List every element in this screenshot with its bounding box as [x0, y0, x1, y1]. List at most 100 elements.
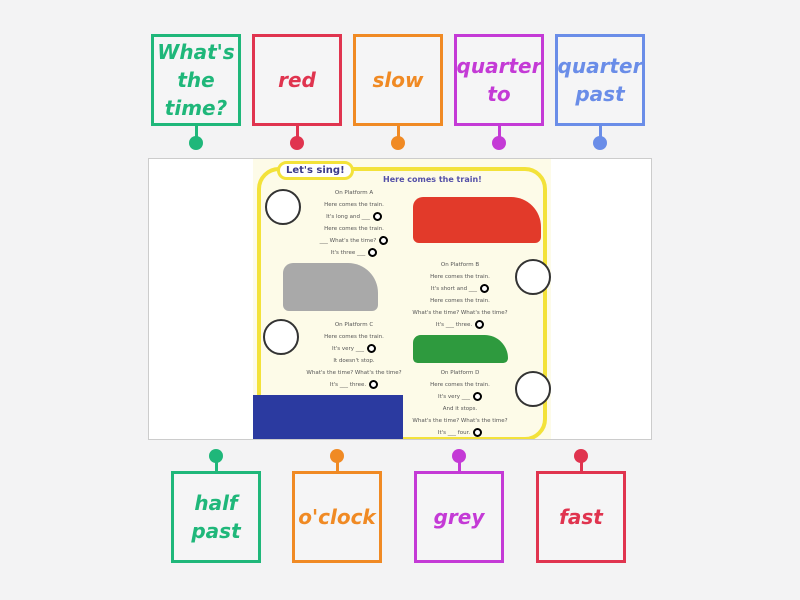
connector-pin[interactable] [574, 449, 588, 463]
verse-row: It's three ___ [299, 247, 409, 259]
verse-line: Here comes the train. [324, 226, 384, 232]
connector-pin[interactable] [189, 136, 203, 150]
clock-icon [263, 319, 299, 355]
verse-row: And it stops. [405, 403, 515, 415]
connector-pin[interactable] [492, 136, 506, 150]
green-train [413, 335, 508, 363]
verse-row: ___ What's the time? [299, 235, 409, 247]
label-card-slow[interactable]: slow [353, 34, 443, 126]
verse-row: It doesn't stop. [299, 355, 409, 367]
verse-line: ___ What's the time? [319, 238, 377, 244]
label-text: quarter to [456, 54, 542, 106]
clock-icon [515, 259, 551, 295]
verse-platform-2: On Platform B Here comes the train. It's s… [405, 259, 515, 331]
verse-row: What's the time? What's the time? [299, 367, 409, 379]
verse-platform-4: On Platform D Here comes the train. It's v… [405, 367, 515, 439]
connector-stem [397, 126, 400, 138]
drop-target[interactable] [475, 320, 485, 329]
diagram-image: Let's sing! Here comes the train! On Pla… [148, 158, 652, 440]
grey-train [283, 263, 378, 311]
clock-icon [265, 189, 301, 225]
label-text: fast [559, 505, 603, 529]
verse-line: It's three ___ [330, 250, 366, 256]
verse-row: It's long and ___ [299, 211, 409, 223]
verse-line: It's ___ three. [435, 322, 473, 328]
drop-target[interactable] [473, 392, 483, 401]
verse-row: Here comes the train. [405, 271, 515, 283]
verse-line: What's the time? What's the time? [306, 370, 402, 376]
drop-target[interactable] [473, 428, 483, 437]
verse-row: Here comes the train. [405, 295, 515, 307]
drop-target[interactable] [367, 344, 377, 353]
verse-row: On Platform A [299, 187, 409, 199]
connector-stem [195, 126, 198, 138]
connector-pin[interactable] [330, 449, 344, 463]
verse-row: Here comes the train. [299, 223, 409, 235]
label-text: quarter past [557, 54, 643, 106]
label-card-what-s-the-time-[interactable]: What's the time? [151, 34, 241, 126]
verse-row: Here comes the train. [405, 379, 515, 391]
drop-target[interactable] [369, 380, 379, 389]
verse-row: It's very ___ [405, 391, 515, 403]
connector-pin[interactable] [391, 136, 405, 150]
verse-line: It's long and ___ [326, 214, 370, 220]
song-illustration: Let's sing! Here comes the train! On Pla… [253, 159, 551, 439]
label-card-half-past[interactable]: half past [171, 471, 261, 563]
verse-line: What's the time? What's the time? [412, 310, 508, 316]
connector-stem [498, 126, 501, 138]
drop-target[interactable] [480, 284, 490, 293]
drop-target[interactable] [372, 212, 382, 221]
verse-line: Here comes the train. [430, 382, 490, 388]
verse-row: What's the time? What's the time? [405, 415, 515, 427]
blue-train [253, 395, 403, 439]
connector-stem [336, 461, 339, 473]
clock-icon [515, 371, 551, 407]
label-text: half past [191, 491, 241, 543]
connector-stem [580, 461, 583, 473]
verse-row: It's ___ three. [299, 379, 409, 391]
verse-row: Here comes the train. [299, 331, 409, 343]
verse-platform-3: On Platform C Here comes the train.It's v… [299, 319, 409, 391]
verse-row: It's ___ four. [405, 427, 515, 439]
verse-line: It doesn't stop. [333, 358, 375, 364]
verse-line: It's ___ three. [329, 382, 367, 388]
label-text: red [278, 68, 316, 92]
label-card-quarter-to[interactable]: quarter to [454, 34, 544, 126]
label-card-fast[interactable]: fast [536, 471, 626, 563]
connector-pin[interactable] [452, 449, 466, 463]
lets-sing-badge: Let's sing! [277, 161, 354, 180]
verse-row: It's very ___ [299, 343, 409, 355]
verse-row: On Platform D [405, 367, 515, 379]
verse-row: It's ___ three. [405, 319, 515, 331]
label-text: slow [372, 68, 424, 92]
label-text: What's the time? [157, 40, 235, 120]
label-card-grey[interactable]: grey [414, 471, 504, 563]
verse-line: On Platform D [440, 370, 480, 376]
label-text: o'clock [298, 505, 376, 529]
red-train [413, 197, 541, 243]
verse-line: On Platform A [334, 190, 374, 196]
connector-stem [296, 126, 299, 138]
verse-line: On Platform C [334, 322, 374, 328]
verse-row: It's short and ___ [405, 283, 515, 295]
verse-row: Here comes the train. [299, 199, 409, 211]
label-text: grey [433, 505, 485, 529]
verse-row: On Platform C [299, 319, 409, 331]
song-title: Here comes the train! [383, 175, 482, 184]
label-card-quarter-past[interactable]: quarter past [555, 34, 645, 126]
verse-line: It's short and ___ [430, 286, 478, 292]
connector-stem [215, 461, 218, 473]
verse-line: It's very ___ [437, 394, 471, 400]
connector-pin[interactable] [290, 136, 304, 150]
verse-row: On Platform B [405, 259, 515, 271]
connector-pin[interactable] [209, 449, 223, 463]
drop-target[interactable] [379, 236, 389, 245]
drop-target[interactable] [368, 248, 378, 257]
verse-line: Here comes the train. [430, 298, 490, 304]
verse-row: What's the time? What's the time? [405, 307, 515, 319]
verse-line: What's the time? What's the time? [412, 418, 508, 424]
label-card-o-clock[interactable]: o'clock [292, 471, 382, 563]
verse-line: Here comes the train. [430, 274, 490, 280]
connector-pin[interactable] [593, 136, 607, 150]
label-card-red[interactable]: red [252, 34, 342, 126]
